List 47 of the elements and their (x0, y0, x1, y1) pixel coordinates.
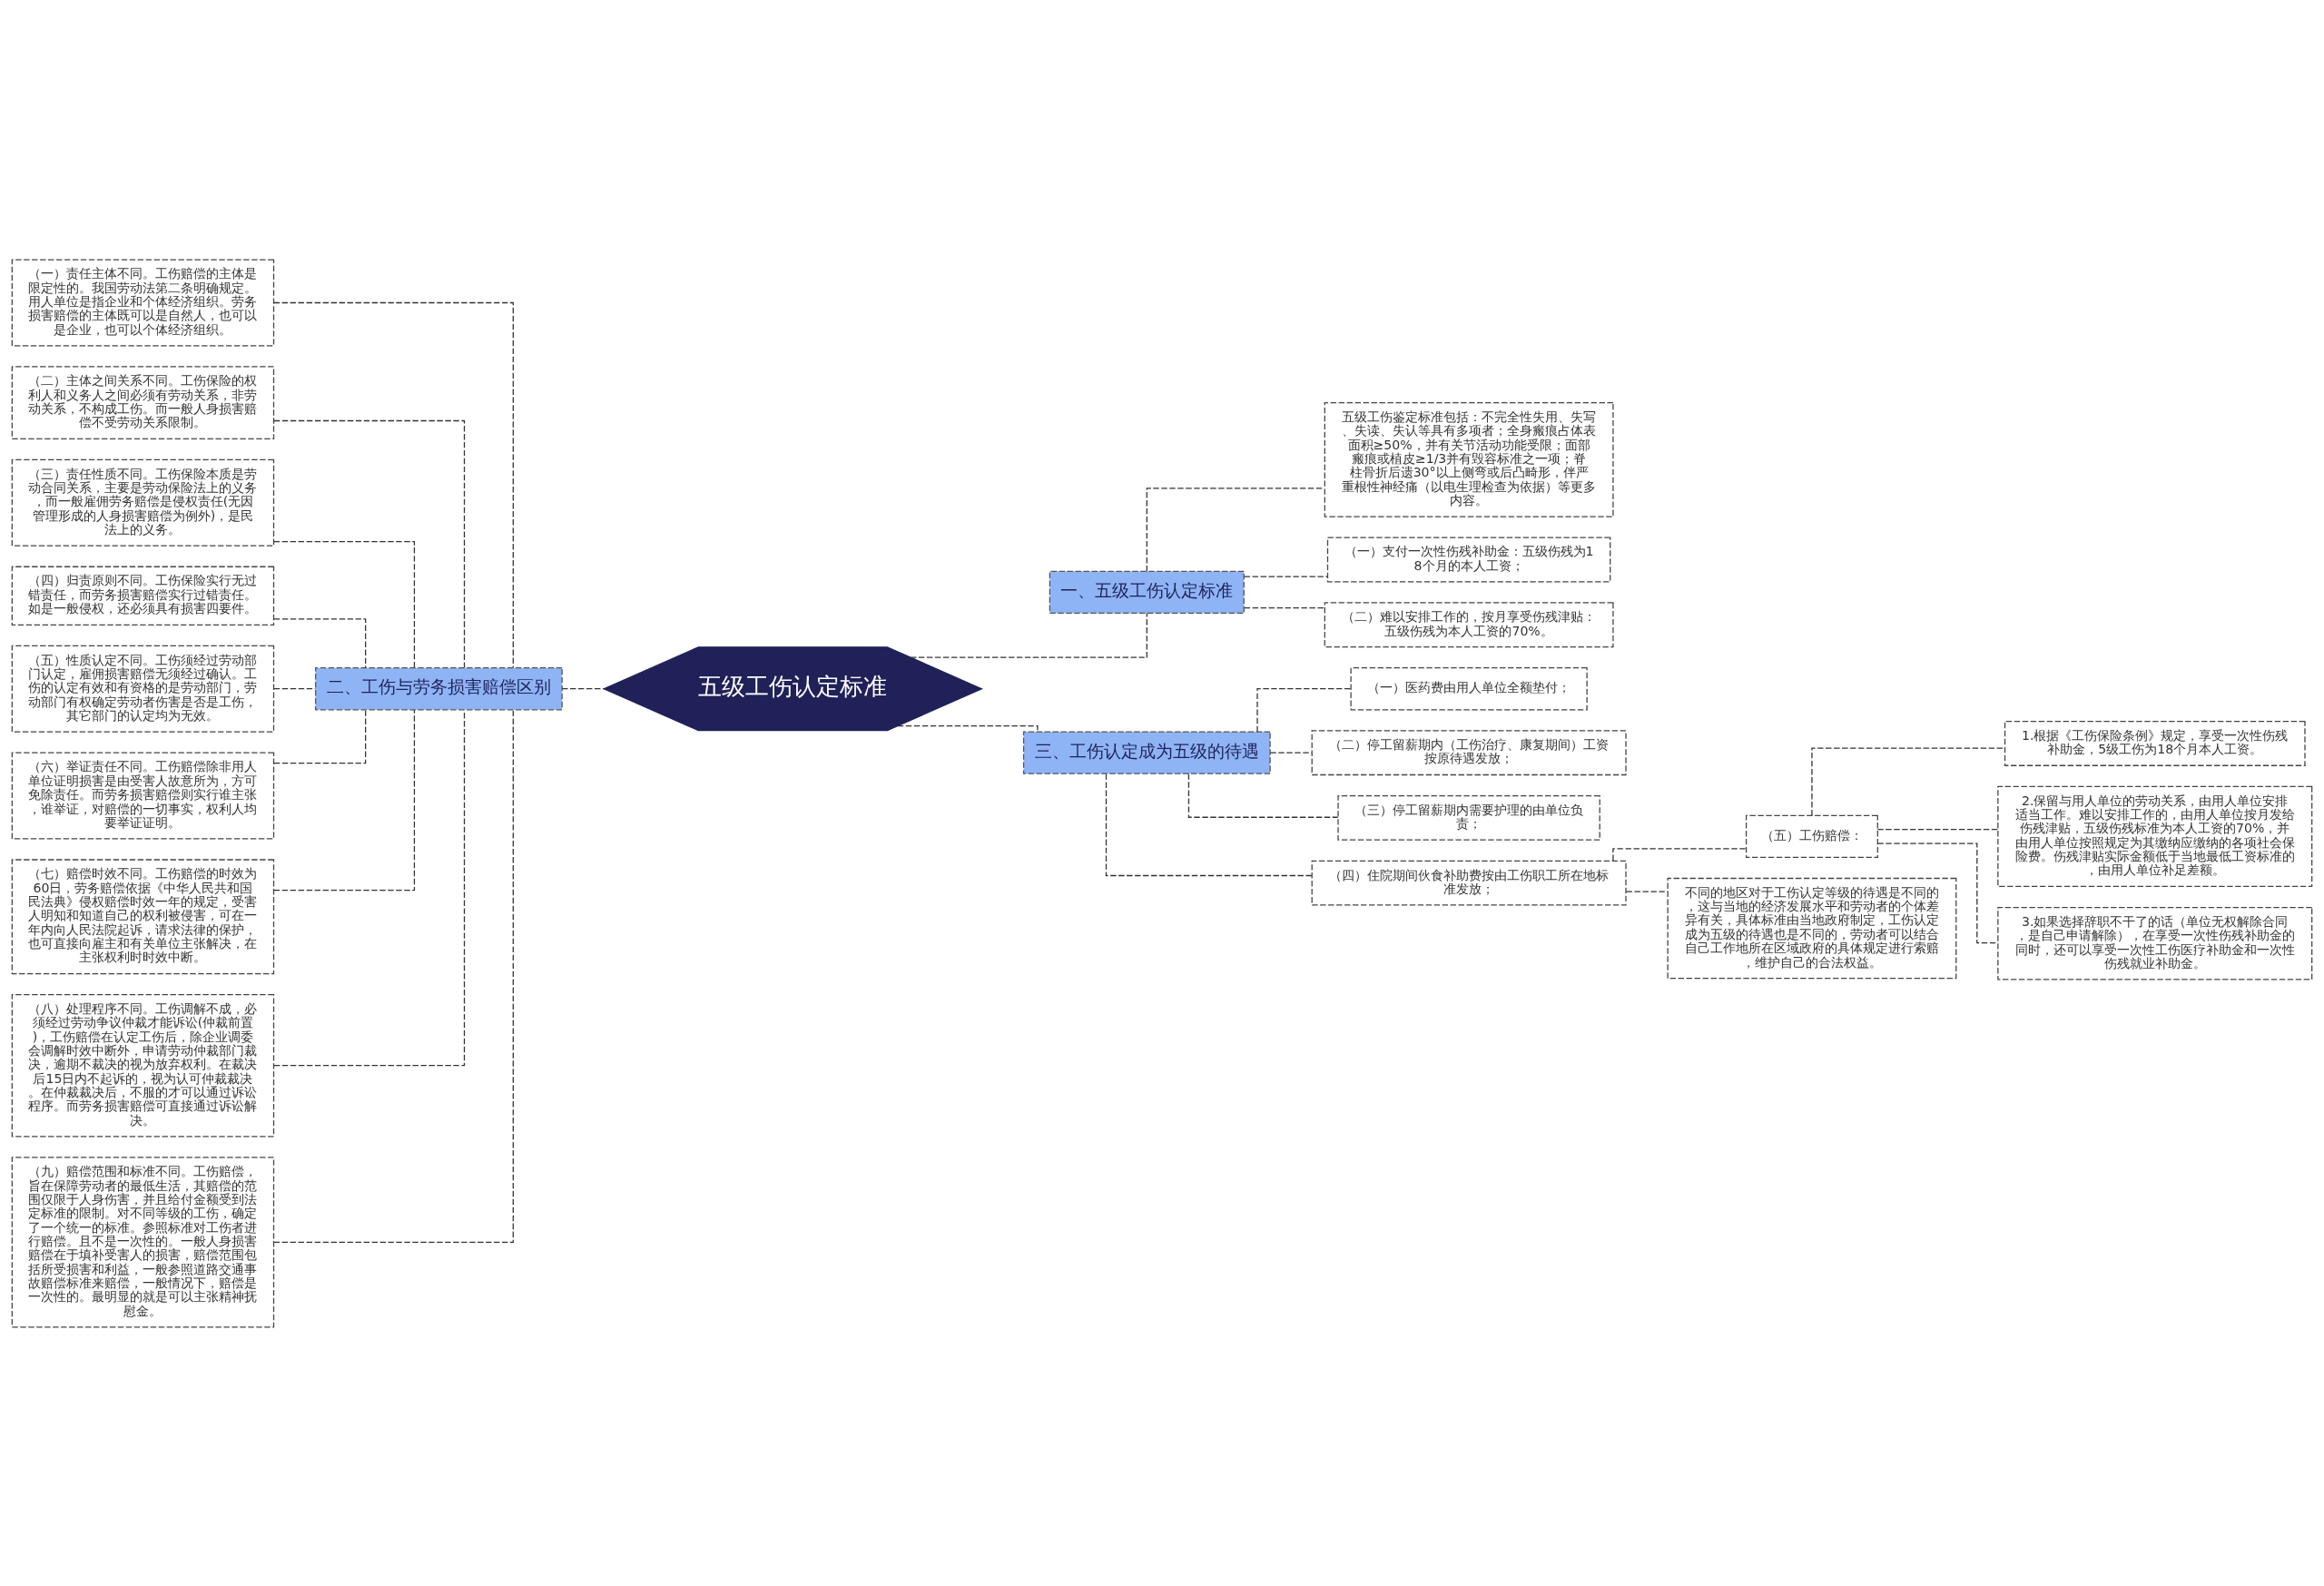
node-box: 不同的地区对于工伤认定等级的待遇是不同的，这与当地的经济发展水平和劳动者的个体差异有关，具体标准由当地政府制定，工伤认定成为五级的待遇也是不同的，劳动者可以结合自己工作地所在区域政府的具体规定进行索赔，维护自己的合法权益。 (1667, 877, 1957, 979)
connector (273, 708, 416, 891)
connector (1876, 828, 1999, 830)
node-box: （五）性质认定不同。工伤须经过劳动部门认定，雇佣损害赔偿无须经过确认。工伤的认定有效和有资格的是劳动部门，劳动部门有权确定劳动者伤害是否是工伤，其它部门的认定均为无效。 (11, 645, 275, 733)
connector (273, 708, 367, 763)
node-box: （八）处理程序不同。工伤调解不成，必须经过劳动争议仲裁才能诉讼(仲裁前置)，工伤赔偿在认定工伤后，除企业调委会调解时效中断外，申请劳动仲裁部门裁决，逾期不裁决的视为放弃权利。在裁决后15日内不起诉的，视为认可仲裁裁决。在仲裁裁决后，不服的才可以通过诉讼程序。而劳务损害赔偿可直接通过诉讼解决。 (11, 993, 275, 1137)
connector (1187, 773, 1339, 818)
connector (1256, 687, 1352, 733)
node-box: （二）主体之间关系不同。工伤保险的权利人和义务人之间必须有劳动关系，非劳动关系，不构成工伤。而一般人身损害赔偿不受劳动关系限制。 (11, 365, 275, 439)
node-box: （一）责任主体不同。工伤赔偿的主体是限定性的。我国劳动法第二条明确规定。用人单位是指企业和个体经济组织。劳务损害赔偿的主体既可以是自然人，也可以是企业，也可以个体经济组织。 (11, 259, 275, 347)
node-box: 一、五级工伤认定标准 (1049, 570, 1245, 614)
node-box: （三）责任性质不同。工伤保险本质是劳动合同关系，主要是劳动保险法上的义务，而一般雇佣劳务赔偿是侵权责任(无因管理形成的人身损害赔偿为例外)，是民法上的义务。 (11, 458, 275, 547)
node-box: 1.根据《工伤保险条例》规定，享受一次性伤残补助金，5级工伤为18个月本人工资。 (2004, 720, 2306, 766)
node-box: （二）停工留薪期内（工伤治疗、康复期间）工资按原待遇发放； (1311, 729, 1627, 775)
connector (1612, 847, 1747, 862)
node-box: 二、工伤与劳务损害赔偿区别 (314, 666, 563, 710)
node-box: （一）医药费由用人单位全额垫付； (1350, 666, 1588, 710)
connector (1811, 746, 2005, 816)
connector (273, 301, 514, 668)
connector (273, 709, 466, 1066)
connector (1269, 752, 1313, 754)
connector (273, 419, 466, 668)
connector (273, 540, 416, 668)
node-box: （三）停工留薪期内需要护理的由单位负责； (1337, 794, 1600, 841)
node-box: 五级工伤鉴定标准包括：不完全性失用、失写、失读、失认等具有多项者；全身瘢痕占体表面积≥50%，并有关节活动功能受限；面部瘢痕或植皮≥1/3并有毁容标准之一项；脊柱骨折后遗30°以上侧弯或后凸畸形，伴严重根性神经痛（以电生理检查为依据）等更多内容。 (1324, 401, 1614, 517)
node-box: （四）归责原则不同。工伤保险实行无过错责任，而劳务损害赔偿实行过错责任。如是一般侵权，还必须具有损害四要件。 (11, 566, 275, 626)
connector (273, 687, 317, 689)
connector (1876, 842, 1999, 943)
connector (897, 724, 1039, 733)
node-box: 三、工伤认定成为五级的待遇 (1022, 731, 1271, 774)
node-box: （七）赔偿时效不同。工伤赔偿的时效为60日，劳务赔偿依据《中华人民共和国民法典》侵权赔偿时效一年的规定，受害人明知和知道自己的权利被侵害，可在一年内向人民法院起诉，请求法律的保护，也可直接向雇主和有关单位主张解决，在主张权利时时效中断。 (11, 858, 275, 974)
node-box: （二）难以安排工作的，按月享受伤残津贴：五级伤残为本人工资的70%。 (1324, 601, 1614, 647)
node-box: （九）赔偿范围和标准不同。工伤赔偿，旨在保障劳动者的最低生活，其赔偿的范围仅限于人身伤害，并且给付金额受到法定标准的限制。对不同等级的工伤，确定了一个统一的标准。参照标准对工伤者进行赔偿。且不是一次性的。一般人身损害赔偿在于填补受害人的损害，赔偿范围包括所受损害和利益，一般参照道路交通事故赔偿标准来赔偿，一般情况下，赔偿是一次性的。最明显的就是可以主张精神抚慰金。 (11, 1156, 275, 1328)
node-box: 3.如果选择辞职不干了的话（单位无权解除合同，是自己申请解除），在享受一次性伤残补助金的同时，还可以享受一次性工伤医疗补助金和一次性伤残就业补助金。 (1997, 906, 2313, 980)
connector (1105, 773, 1313, 876)
node-box: 2.保留与用人单位的劳动关系，由用人单位安排适当工作。难以安排工作的，由用人单位按月发给伤残津贴，五级伤残标准为本人工资的70%，并由用人单位按照规定为其缴纳应缴纳的各项社会保险费。伤残津贴实际金额低于当地最低工资标准的，由用人单位补足差额。 (1997, 785, 2313, 887)
node-box: （六）举证责任不同。工伤赔偿除非用人单位证明损害是由受害人故意所为，方可免除责任。而劳务损害赔偿则实行谁主张，谁举证，对赔偿的一切事实，权利人均要举证证明。 (11, 752, 275, 840)
connector (1146, 487, 1325, 572)
connector (273, 708, 514, 1243)
node-box: （一）支付一次性伤残补助金：五级伤残为18个月的本人工资； (1326, 537, 1611, 583)
node-box: （四）住院期间伙食补助费按由工伤职工所在地标准发放； (1311, 860, 1627, 906)
connector (561, 687, 605, 689)
connector (1244, 606, 1325, 608)
connector (273, 617, 367, 668)
connector (1625, 891, 1669, 892)
connector (1244, 576, 1328, 577)
node-box: （五）工伤赔偿： (1745, 814, 1878, 858)
